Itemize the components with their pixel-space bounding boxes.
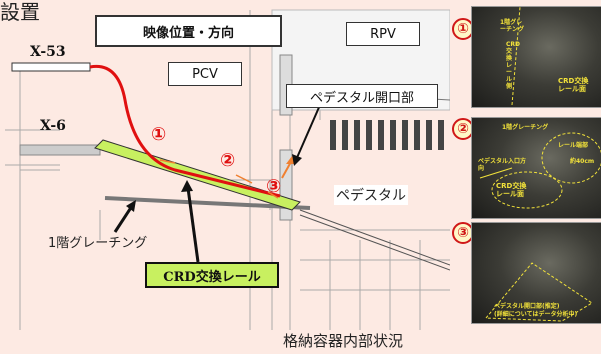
rail-callout-head (181, 180, 193, 192)
opening-callout-line (295, 104, 321, 161)
video-position-box: 映像位置・方向 (95, 15, 282, 47)
photo-1-text: 1階グレーチング (500, 19, 525, 33)
grating-callout-head (126, 200, 136, 212)
photo-2-text: レール端部 (558, 142, 589, 149)
marker-1: ① (151, 124, 167, 145)
marker-3: ③ (266, 176, 282, 197)
footer-caption: 格納容器内部状況 (283, 332, 404, 350)
lower-slope-line (299, 209, 450, 266)
grating-label: 1階グレーチング (48, 236, 148, 251)
x53-pipe (11, 62, 91, 72)
opening-callout-head (292, 154, 302, 166)
photo-2-overlay (479, 132, 601, 209)
photo-1-text: CRD交換レール側 (506, 41, 521, 90)
pedestal-label: ペデスタル (334, 185, 408, 205)
photo-3-overlay (484, 262, 593, 322)
camera-path (89, 64, 281, 198)
arrow-3 (267, 191, 279, 199)
rail-callout-line (186, 187, 200, 263)
lower-slope-line (299, 214, 450, 271)
pedestal-opening-label: ペデスタル開口部 (286, 84, 438, 108)
x6-label: X-6 (40, 118, 66, 134)
photo-2: 1階グレーチング ペデスタル入口方向 CRD交換 レール面 レール端部 約40c… (471, 117, 601, 219)
photo-2-text: ペデスタル入口方向 (478, 158, 527, 172)
page-title: 設置 (0, 0, 40, 24)
photo-3: ペデスタル開口部(推定) (詳細についてはデータ分析中) (471, 222, 601, 324)
photo-1-overlay (511, 7, 521, 106)
crd-rail-label: CRD交換レール (145, 262, 279, 288)
x6-penetration (19, 144, 101, 156)
grating-line (104, 196, 311, 210)
arrow-1 (159, 159, 176, 164)
photo-2-text: 1階グレーチング (502, 124, 549, 131)
arrow-2 (235, 174, 253, 184)
marker-2: ② (220, 150, 236, 171)
grating-callout-line (113, 205, 134, 233)
photo-1-text: CRD交換 レール面 (558, 77, 589, 93)
photo-3-text: (詳細についてはデータ分析中) (494, 311, 578, 318)
rpv-nozzles (330, 120, 444, 150)
rpv-label: RPV (346, 22, 420, 46)
photo-1: 1階グレーチング CRD交換レール側 CRD交換 レール面 (471, 6, 601, 108)
x53-label: X-53 (30, 44, 66, 60)
photo-3-text: ペデスタル開口部(推定) (494, 303, 560, 310)
photo-2-text: CRD交換 レール面 (496, 182, 527, 198)
pcv-label: PCV (168, 62, 242, 86)
photo-2-text: 約40cm (570, 158, 595, 165)
